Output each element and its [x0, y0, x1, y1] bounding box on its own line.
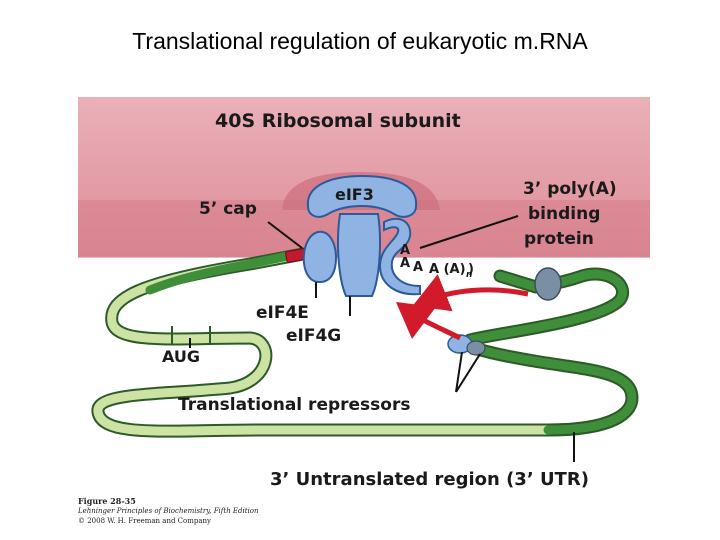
label-eif3: eIF3 — [335, 185, 374, 204]
caption-figure: Figure 28-35 — [78, 496, 136, 506]
caption-copyright: © 2008 W. H. Freeman and Company — [78, 517, 211, 525]
leader-lines — [189, 215, 575, 462]
slide-title: Translational regulation of eukaryotic m… — [132, 28, 588, 54]
label-eif4g: eIF4G — [286, 326, 341, 346]
mrna-5prime-light — [93, 249, 553, 436]
eif4g-shape — [337, 213, 381, 297]
initiation-factor-complex — [302, 174, 421, 297]
translational-repressors — [447, 334, 486, 356]
polya-a3: A — [413, 260, 423, 275]
polya-tail: A A A A (A) n ) — [400, 243, 474, 280]
mrna-5utr-dark — [145, 251, 293, 295]
polya-a2: A — [400, 256, 410, 271]
polya-binding-protein — [534, 267, 562, 301]
polya-tail-text: A (A) — [429, 262, 466, 277]
label-repressors: Translational repressors — [178, 395, 410, 415]
label-polya-line3: protein — [524, 229, 594, 249]
leader-cap — [267, 221, 303, 249]
repressor-gray — [466, 340, 486, 356]
eif4e-shape — [302, 230, 338, 284]
label-polya-line2: binding — [528, 204, 600, 224]
leader-polya-bp — [419, 215, 519, 249]
caption-book: Lehninger Principles of Biochemistry, Fi… — [78, 507, 259, 515]
label-utr: 3’ Untranslated region (3’ UTR) — [270, 469, 589, 490]
red-arrow-lower — [395, 302, 462, 341]
label-cap: 5’ cap — [199, 199, 257, 219]
polya-close-paren: ) — [468, 262, 474, 277]
red-arrow-upper — [412, 274, 529, 312]
mrna-strand — [91, 247, 639, 438]
polya-n: n — [466, 270, 472, 280]
label-aug: AUG — [162, 347, 200, 366]
label-ribosome: 40S Ribosomal subunit — [215, 110, 461, 132]
leader-repressors — [455, 351, 481, 393]
label-eif4e: eIF4E — [256, 303, 309, 323]
eif3-shape — [306, 174, 418, 218]
polya-a1: A — [400, 243, 410, 258]
label-polya-line1: 3’ poly(A) — [523, 179, 617, 199]
